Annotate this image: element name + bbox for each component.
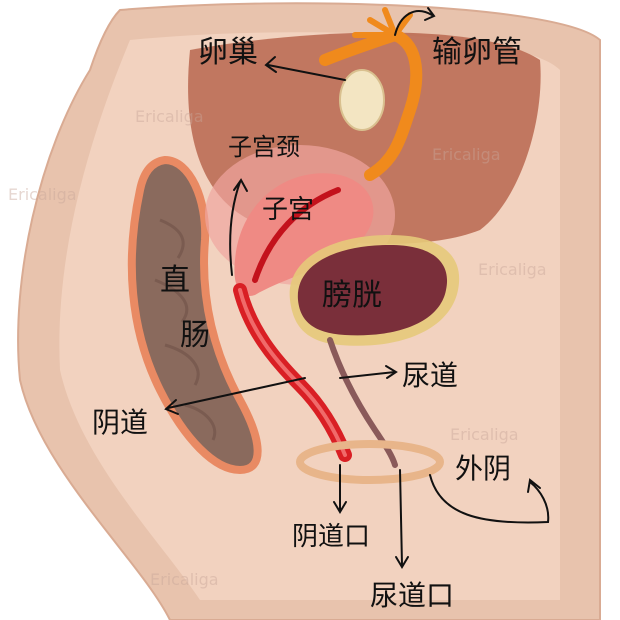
label-rectum-2: 肠	[180, 318, 210, 353]
ovary	[339, 69, 385, 131]
pointer-cervix	[229, 181, 241, 276]
urethra	[327, 337, 398, 468]
uterus	[234, 173, 374, 296]
label-vaginal-opening: 阴道口	[292, 522, 370, 552]
pointer-urethra	[339, 371, 396, 379]
label-cervix: 子宫颈	[228, 133, 300, 161]
watermark: Ericaliga	[135, 107, 204, 126]
pointer-urethra-head	[385, 365, 398, 379]
label-fallopian-tube: 输卵管	[432, 35, 522, 70]
watermark: Ericaliga	[150, 570, 219, 589]
vulva	[296, 440, 444, 484]
pointer-vagina	[167, 377, 306, 409]
bladder	[297, 245, 448, 336]
pointer-urethral-opening-head	[395, 556, 409, 569]
label-vagina: 阴道	[92, 406, 148, 439]
pointer-urethral-opening	[399, 469, 403, 566]
label-urethral-opening: 尿道口	[370, 579, 454, 612]
watermark: Ericaliga	[432, 145, 501, 164]
pointer-vulva-head	[527, 478, 541, 493]
pointer-ovary	[267, 64, 346, 81]
pointer-ovary-head	[264, 56, 277, 73]
uterine-cavity	[252, 187, 341, 283]
label-vulva: 外阴	[455, 452, 511, 485]
label-rectum-1: 直	[160, 263, 190, 298]
pointer-lines	[164, 7, 550, 569]
pointer-vagina-head	[164, 399, 179, 415]
pointer-cervix-head	[233, 178, 248, 192]
watermark: Ericaliga	[8, 185, 77, 204]
label-uterus: 子宫	[262, 195, 314, 225]
label-bladder: 膀胱	[322, 278, 382, 313]
label-urethra: 尿道	[402, 359, 458, 392]
vagina-highlight	[238, 288, 347, 457]
fallopian-tube	[319, 28, 423, 181]
rectum	[127, 155, 262, 475]
watermark: Ericaliga	[450, 425, 519, 444]
pointer-vulva	[429, 474, 550, 524]
pointer-tube	[394, 10, 433, 36]
pointer-vaginal-opening-head	[333, 501, 347, 514]
watermark: Ericaliga	[478, 260, 547, 279]
label-ovary: 卵巢	[198, 35, 258, 70]
fimbriae	[352, 7, 413, 48]
rectum-folds	[154, 218, 217, 441]
pointer-tube-head	[424, 7, 436, 21]
